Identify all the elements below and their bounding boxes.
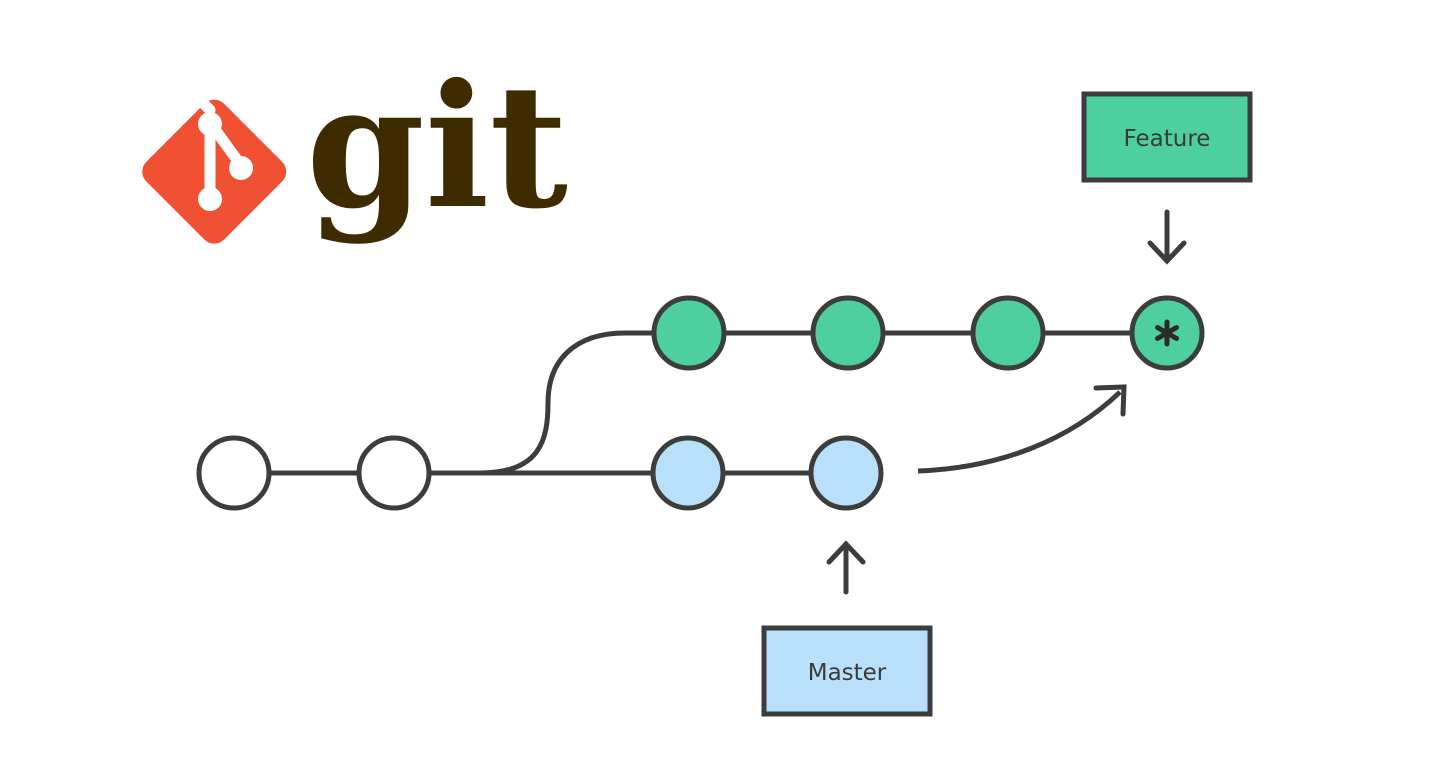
arrow-down-icon: [1147, 209, 1187, 265]
commit-node: [808, 435, 884, 511]
git-wordmark: git: [306, 47, 568, 247]
commit-node: [650, 435, 726, 511]
feature-branch-pointer: Feature: [1081, 91, 1253, 265]
merge-arrow-curve: [917, 390, 1122, 474]
master-label-box: [761, 625, 933, 717]
asterisk-icon: [1155, 319, 1179, 347]
arrow-up-icon: [826, 540, 866, 595]
master-branch-pointer: Master: [761, 540, 933, 717]
commit-node: [810, 295, 886, 371]
git-logo: git: [142, 47, 568, 247]
feature-label-box: [1081, 91, 1253, 183]
merge-arrow-head-icon: [1093, 384, 1127, 417]
base-commits: [196, 435, 432, 511]
feature-fork-curve: [479, 330, 653, 476]
feature-commits: [651, 295, 1205, 371]
commit-graph-lines: [270, 330, 1132, 476]
feature-label: Feature: [1124, 126, 1211, 152]
commit-node: [970, 295, 1046, 371]
git-diamond-icon: [142, 82, 287, 244]
master-commits: [650, 435, 884, 511]
commit-node: [651, 295, 727, 371]
commit-node: [196, 435, 272, 511]
master-label: Master: [808, 660, 887, 686]
commit-node: [356, 435, 432, 511]
